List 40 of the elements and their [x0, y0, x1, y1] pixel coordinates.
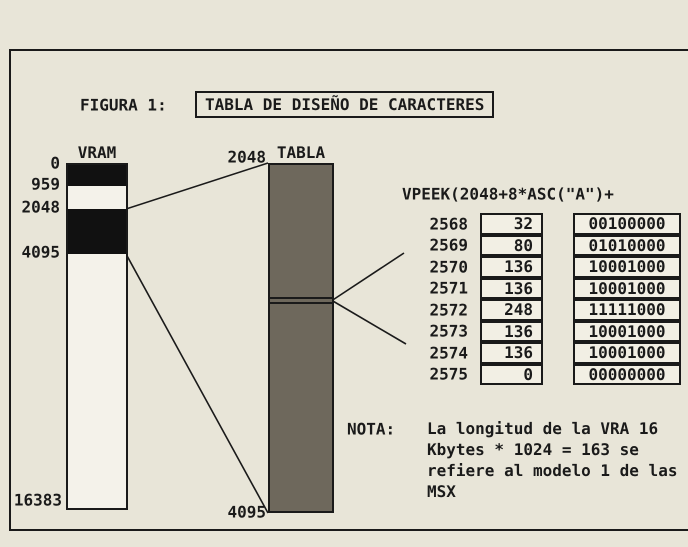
- note-label: NOTA:: [347, 420, 396, 438]
- value-cell: 136: [480, 256, 543, 278]
- value-cell: 248: [480, 299, 543, 320]
- address-label: 2570: [429, 257, 468, 276]
- value-cell: 10001000: [573, 256, 681, 278]
- value-cell: 32: [480, 213, 543, 234]
- address-label: 2574: [429, 343, 468, 362]
- address-label: 2571: [429, 278, 468, 298]
- address-label: 2568: [429, 214, 468, 234]
- address-label: 4095: [227, 502, 266, 522]
- figure-label: FIGURA 1:: [80, 96, 167, 114]
- value-cell: 00100000: [573, 213, 681, 234]
- address-label: 959: [31, 174, 60, 194]
- column-heading: VRAM: [76, 143, 118, 163]
- formula-text: VPEEK(2048+8*ASC("A")+: [402, 184, 614, 204]
- title: TABLA DE DISEÑO DE CARACTERES: [195, 91, 494, 118]
- character-band: [270, 297, 332, 304]
- address-label: 0: [50, 154, 60, 172]
- address-label: 16383: [14, 490, 62, 510]
- value-cell: 136: [480, 320, 543, 342]
- value-cell: 10001000: [573, 278, 681, 299]
- address-label: 2572: [429, 300, 468, 320]
- address-label: 4095: [21, 242, 60, 262]
- address-label: 2569: [429, 236, 468, 255]
- address-label: 2575: [429, 364, 468, 384]
- value-cell: 136: [480, 278, 543, 299]
- value-cell: 10001000: [573, 320, 681, 342]
- value-cell: 01010000: [573, 234, 681, 256]
- address-label: 2048: [227, 148, 266, 166]
- value-cell: 80: [480, 234, 543, 256]
- column-heading: TABLA: [276, 143, 326, 163]
- address-label: 2573: [429, 322, 468, 341]
- value-cell: 10001000: [573, 342, 681, 364]
- address-label: 2048: [21, 198, 60, 216]
- value-cell: 00000000: [573, 364, 681, 385]
- value-cell: 136: [480, 342, 543, 364]
- value-cell: 0: [480, 364, 543, 385]
- note-text: La longitud de la VRA 16 Kbytes * 1024 = 163 se refiere al modelo 1 de las MSX: [427, 418, 678, 502]
- memory-segment: [68, 209, 126, 254]
- value-cell: 11111000: [573, 299, 681, 320]
